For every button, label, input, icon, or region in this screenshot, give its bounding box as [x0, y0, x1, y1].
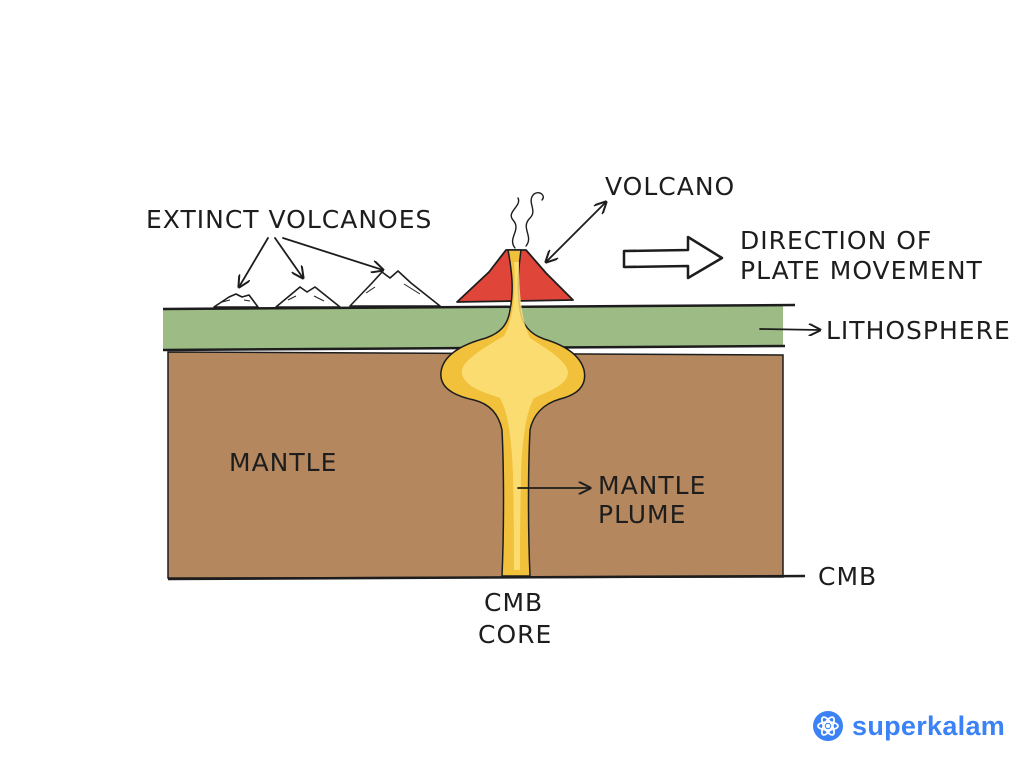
cmb-line	[167, 574, 806, 581]
mantle-plume-label-line2: PLUME	[598, 500, 687, 529]
lithosphere-top-line	[162, 303, 796, 311]
extinct-volcano-small	[213, 293, 259, 308]
plate-movement-arrow	[622, 235, 724, 280]
volcano-label: VOLCANO	[605, 172, 736, 201]
atom-logo-icon	[813, 711, 843, 741]
extinct-arrow-2	[274, 237, 303, 278]
brand-watermark: superkalam	[812, 706, 1005, 746]
extinct-arrow-3	[282, 237, 383, 270]
mantle-plume-label-line1: MANTLE	[598, 471, 707, 500]
brand-name: superkalam	[852, 710, 1006, 741]
extinct-volcano-medium	[275, 286, 341, 308]
extinct-volcano-large	[349, 270, 441, 307]
lithosphere-layer	[163, 306, 783, 350]
cmb-right-label: CMB	[818, 562, 878, 591]
label-arrows	[239, 202, 820, 488]
extinct-volcanoes-label: EXTINCT VOLCANOES	[146, 205, 433, 234]
core-label: CORE	[478, 620, 553, 649]
lithosphere-label: LITHOSPHERE	[826, 316, 1011, 345]
volcano-smoke	[510, 191, 544, 249]
extinct-volcanoes	[213, 270, 441, 308]
lithosphere-arrow	[759, 329, 820, 330]
direction-label-line1: DIRECTION OF	[740, 226, 933, 255]
volcano-arrow-tail	[546, 229, 579, 262]
extinct-arrow-1	[239, 237, 269, 287]
direction-label-line2: PLATE MOVEMENT	[740, 256, 983, 285]
mantle-plume-highlight	[461, 262, 568, 570]
cmb-bottom-label: CMB	[484, 588, 544, 617]
volcano-arrow-head	[577, 202, 606, 231]
mantle-label: MANTLE	[229, 448, 338, 477]
